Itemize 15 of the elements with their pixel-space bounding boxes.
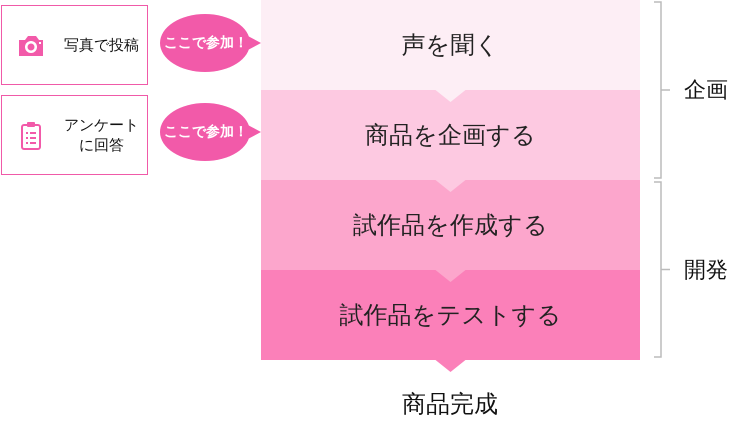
process-band: 声を聞く: [261, 0, 640, 90]
process-band: 試作品を作成する: [261, 180, 640, 270]
arrow: [436, 90, 466, 102]
participation-card: アンケートに回答: [1, 95, 148, 175]
participation-card: 写真で投稿: [1, 5, 148, 85]
process-band: 商品を企画する: [261, 90, 640, 180]
phase-label: 開発: [684, 256, 728, 284]
arrow: [246, 35, 261, 51]
arrow: [436, 270, 466, 282]
arrow: [436, 180, 466, 192]
arrow: [436, 360, 466, 372]
phase-label: 企画: [684, 77, 728, 105]
arrow: [246, 124, 261, 140]
process-band: 試作品をテストする: [261, 270, 640, 360]
process-label: 商品完成: [360, 388, 540, 422]
